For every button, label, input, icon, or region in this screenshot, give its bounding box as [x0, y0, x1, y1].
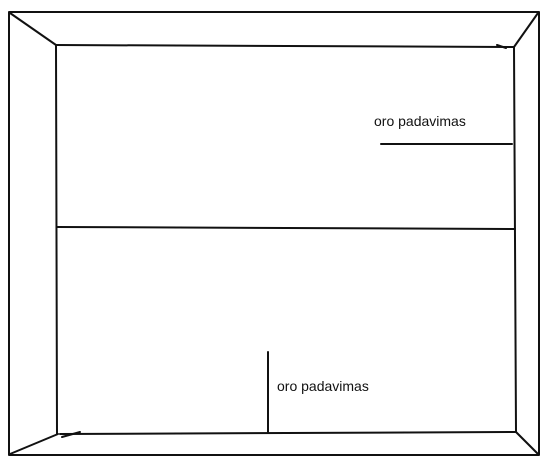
corner-mark-bottom-left: [61, 431, 81, 438]
corner-line-top-right: [513, 12, 539, 48]
lower-air-supply-label: oro padavimas: [277, 378, 369, 394]
outer-frame: [8, 11, 540, 456]
inner-wall-right-edge: [513, 46, 517, 433]
inner-wall-bottom-edge: [59, 431, 517, 435]
upper-air-supply-label: oro padavimas: [374, 113, 466, 129]
corner-line-bottom-right: [515, 431, 539, 455]
corner-mark-top-right: [496, 44, 507, 49]
middle-divider-line: [56, 226, 516, 230]
corner-line-bottom-left: [9, 433, 59, 455]
inner-wall-left-edge: [55, 44, 58, 435]
inner-wall-top-edge: [55, 44, 515, 48]
corner-line-top-left: [9, 12, 57, 46]
